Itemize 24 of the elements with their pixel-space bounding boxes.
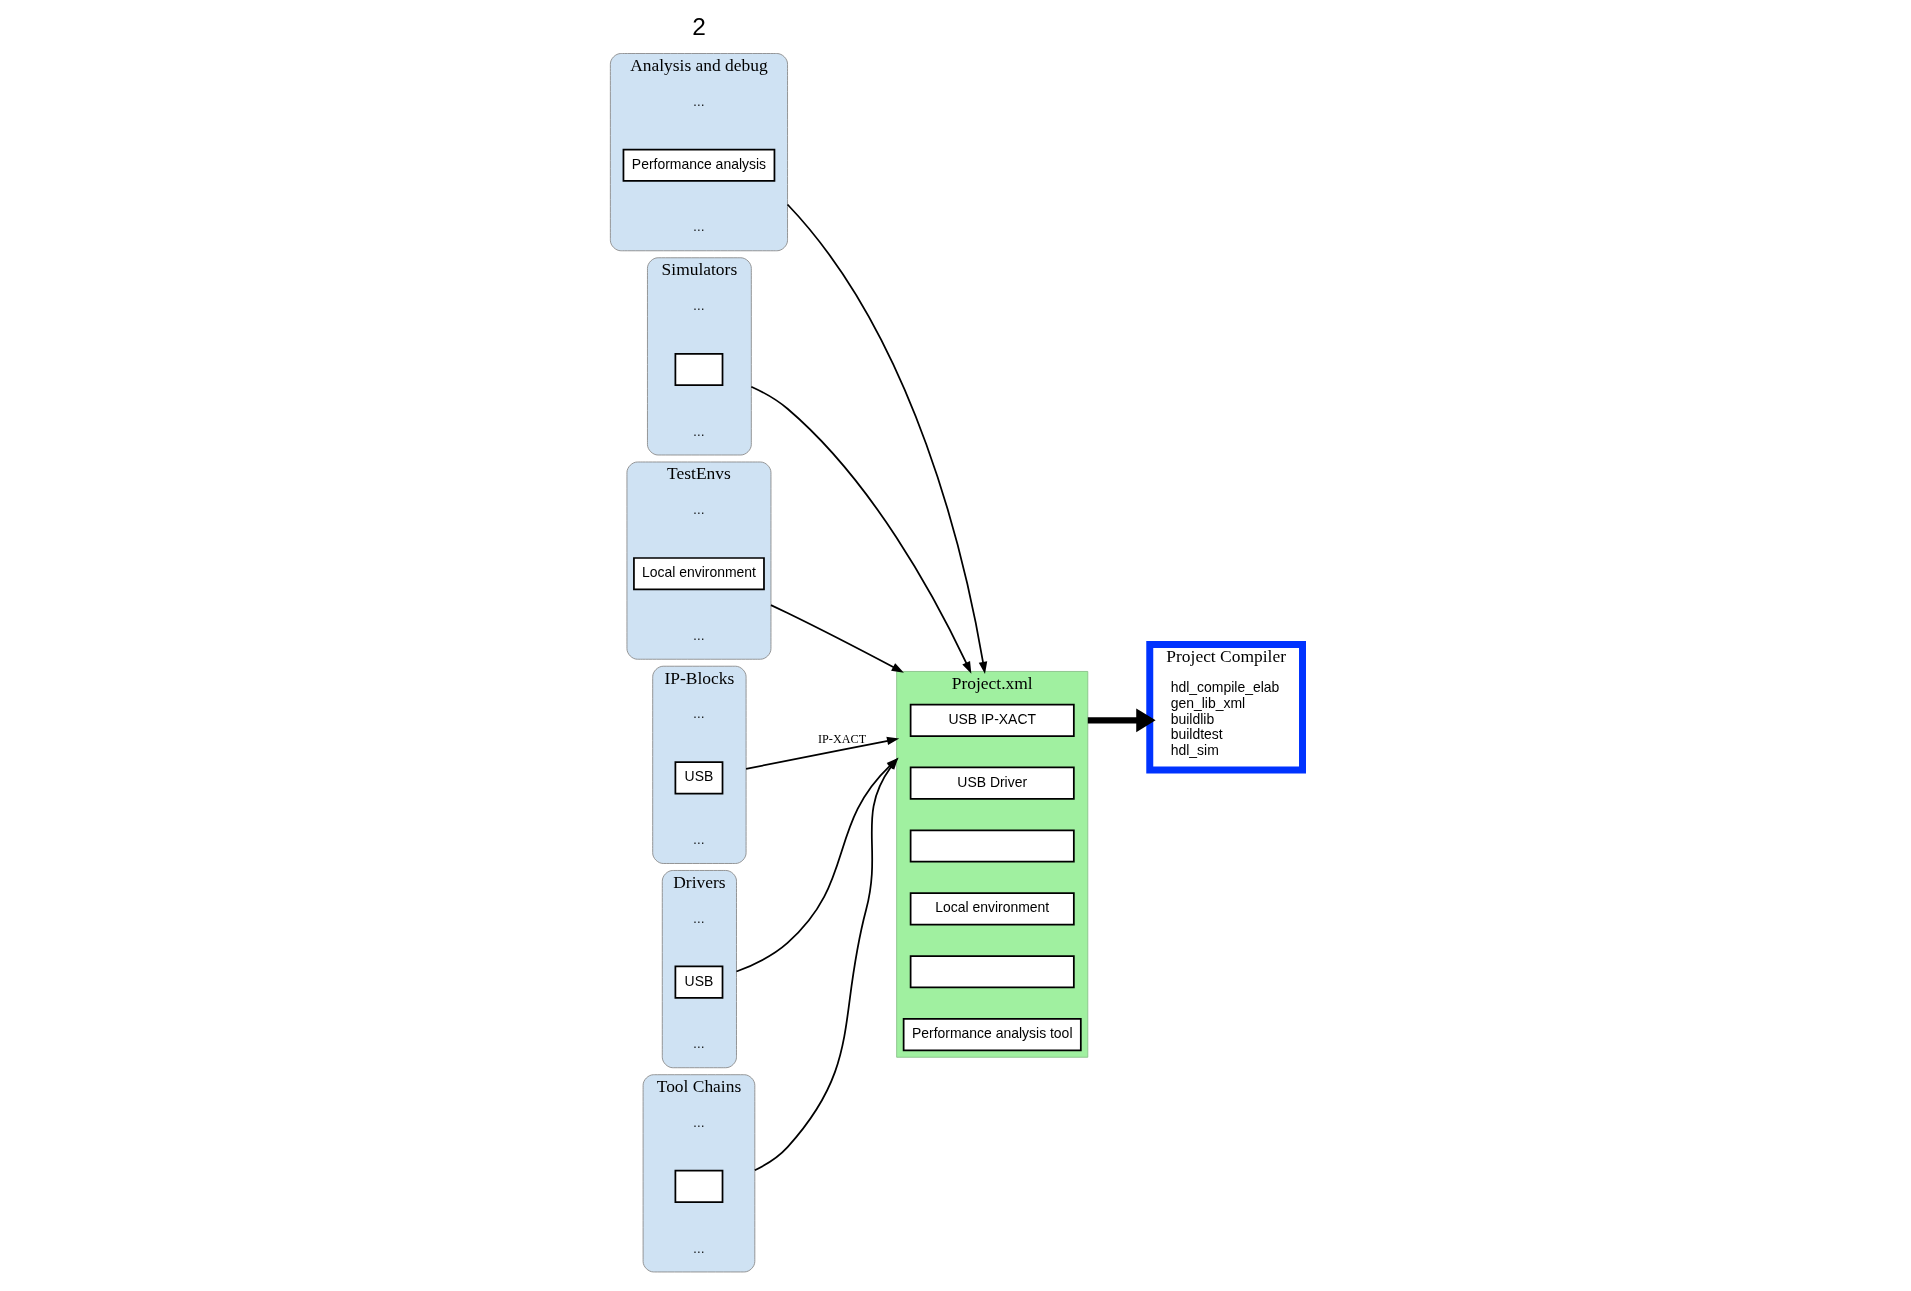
label: 2: [691, 13, 706, 41]
node-box: Performance analysis: [622, 148, 775, 182]
arrow: [753, 757, 898, 1172]
arrow: [735, 757, 899, 973]
cluster: Tool Chains … …: [642, 1074, 755, 1273]
arrow: [786, 203, 987, 675]
node-box: [674, 1169, 723, 1203]
node-box: [674, 352, 723, 387]
arrow: [744, 736, 899, 770]
node-box: USB Driver: [909, 766, 1075, 800]
cluster: Simulators … …: [646, 257, 752, 456]
arrow: [769, 604, 904, 673]
node-box: Local environment: [632, 557, 765, 591]
node-box: [909, 955, 1075, 989]
node-box: USB: [674, 761, 723, 795]
node-box: Local environment: [909, 892, 1075, 926]
arrow: [1087, 708, 1156, 733]
arrow: [749, 385, 971, 674]
node-text: hdl_compile_elab gen_lib_xml buildlib buildtest hdl_sim: [1170, 679, 1279, 759]
node-box: Performance analysis tool: [902, 1017, 1082, 1052]
edge-label: IP-XACT: [817, 732, 866, 747]
node-box: USB: [674, 965, 723, 999]
node-box: [909, 829, 1075, 863]
node-box: USB IP-XACT: [909, 703, 1075, 737]
